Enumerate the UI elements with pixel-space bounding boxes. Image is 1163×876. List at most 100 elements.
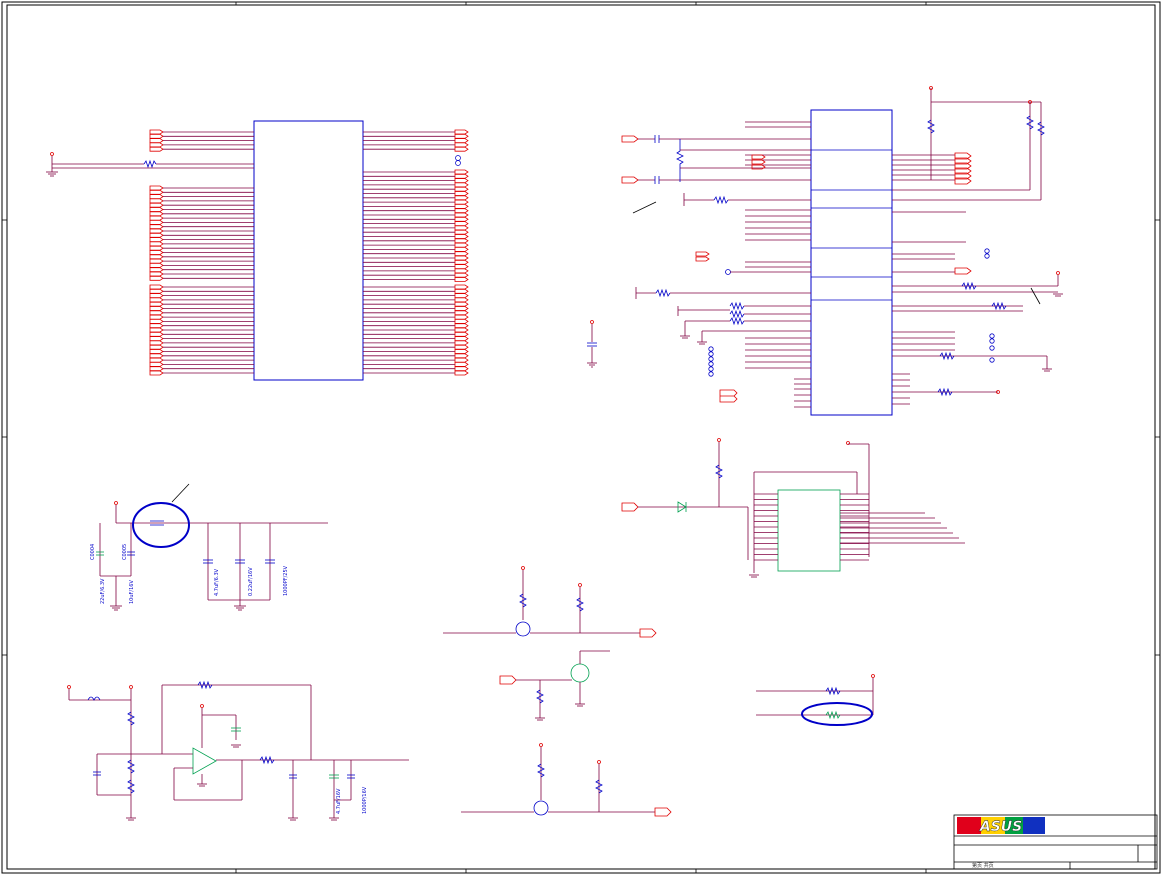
label-v3: 4.7uF/6.3V [214,568,220,596]
ic-right-wires [892,154,955,405]
pin-port [454,142,469,148]
pin-port [149,224,164,230]
pin-port [149,340,164,346]
resistor-pair [756,674,875,726]
label-v4: 0.22uF/16V [248,567,254,596]
pin-port [454,268,469,274]
pin-port [149,297,164,303]
pin-port [454,264,469,269]
pin-port [454,284,469,290]
pin-port [454,310,469,316]
pin-port [149,293,164,298]
highlight-ring-2 [801,702,873,726]
pin-port [454,208,469,214]
pin-port [149,241,164,247]
pin-port [149,146,164,152]
pin-port [149,310,164,316]
pin-port [454,178,469,183]
pin-port [149,284,164,290]
transistor-q3 [533,800,549,816]
pin-port [149,301,164,307]
pin-port [149,215,164,221]
pin-port [149,306,164,311]
connector-left-pins [149,129,254,376]
ic-block-lower-right [621,438,965,578]
power-filter-labels: C0004 C0005 22uF/6.3V 10uF/16V 4.7uF/6.3… [90,544,289,604]
pin-port [149,138,164,143]
pin-port [149,194,164,199]
pin-port [149,366,164,372]
pin-port [454,169,469,175]
pin-port [149,288,164,294]
pin-port [454,293,469,298]
pin-port [149,220,164,225]
logo-text: ASUS [979,819,1022,835]
pin-port [149,349,164,354]
pin-port [149,263,164,268]
pin-port [454,323,469,329]
pin-port [454,238,469,244]
pin-port [454,306,469,311]
pin-port [149,370,164,376]
pin-port [454,182,469,188]
sheet-number: 第页 共页 [972,862,994,869]
pin-port [454,212,469,218]
pin-port [149,357,164,363]
ic-block-right [587,86,1063,416]
pin-port [149,353,164,359]
pin-port [454,319,469,324]
connector-ports-right [455,155,461,166]
label-v1: 22uF/6.3V [100,578,106,604]
pin-port [149,142,164,148]
pin-port [454,357,469,363]
pin-port [454,370,469,376]
pin-port [149,198,164,204]
pin-port [454,225,469,231]
power-filter [96,483,328,611]
pin-port [454,349,469,354]
pin-port [454,336,469,341]
transistor-q1 [515,621,531,637]
pin-port [454,362,469,367]
pin-port [454,173,469,179]
pin-port [454,297,469,303]
label-c1: C0004 [90,544,96,560]
pin-port [454,288,469,294]
pin-port [454,259,469,265]
pin-port [454,129,469,135]
asus-logo: ASUS [957,817,1045,835]
pin-port [149,271,164,277]
label-c2: C0005 [122,544,128,560]
pin-port [454,221,469,226]
pin-port [149,237,164,242]
pin-port [149,275,164,281]
pin-port [454,186,469,192]
input-net [46,152,254,177]
pin-port [454,242,469,248]
ic-regulator [777,489,841,572]
pin-port [149,211,164,217]
label-v7: 1000P/16V [362,786,368,814]
top-right-nets [587,86,1063,403]
pin-port [454,191,469,196]
pin-port [149,202,164,208]
pin-port [149,232,164,238]
pin-port [149,362,164,367]
pin-port [149,228,164,234]
opamp [192,747,217,775]
pin-port [454,344,469,350]
pin-port [454,133,469,139]
pin-port [454,247,469,252]
pin-port [454,204,469,209]
pin-port [149,314,164,320]
pin-port [149,185,164,191]
title-block [953,814,1158,870]
pin-port [454,199,469,205]
pin-port [454,272,469,278]
pin-port [454,216,469,222]
pin-port [454,314,469,320]
pin-port [454,366,469,372]
